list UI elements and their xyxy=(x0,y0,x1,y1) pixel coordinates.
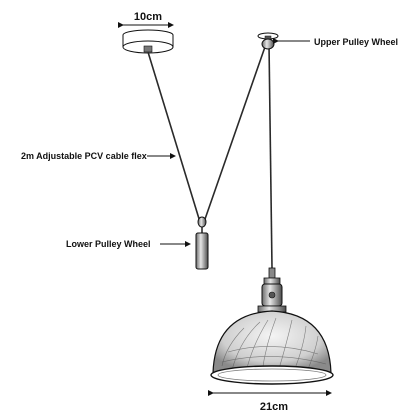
dome-shade-rim xyxy=(210,365,334,385)
shade-width-label: 21cm xyxy=(260,401,288,413)
counterweight xyxy=(195,232,209,270)
lamp-holder xyxy=(257,267,287,313)
shade-dimension: 21cm xyxy=(208,390,332,413)
dome-shade xyxy=(210,310,334,385)
dome-shade-body xyxy=(212,310,332,374)
cable-lower-pulley-to-upper-pulley xyxy=(203,43,267,223)
upper-pulley-wheel: Upper Pulley Wheel xyxy=(257,32,398,50)
cable-flex xyxy=(147,43,273,269)
cable-canopy-to-lower-pulley xyxy=(147,51,201,223)
cable-callout: 2m Adjustable PCV cable flex xyxy=(21,151,176,161)
canopy-grip xyxy=(143,45,153,53)
cable-label: 2m Adjustable PCV cable flex xyxy=(21,151,147,161)
upper-pulley-label: Upper Pulley Wheel xyxy=(314,37,398,47)
lower-pulley-label: Lower Pulley Wheel xyxy=(66,239,151,249)
lamp-holder-cap xyxy=(263,277,281,285)
canopy-width-label: 10cm xyxy=(134,11,162,23)
upper-pulley-wheel-disc xyxy=(261,38,275,50)
cable-upper-pulley-to-lamp xyxy=(268,43,273,269)
ceiling-canopy xyxy=(122,29,174,54)
lower-pulley-wheel: Lower Pulley Wheel xyxy=(66,216,209,270)
lower-pulley-wheel-disc xyxy=(197,216,207,228)
canopy-dimension: 10cm xyxy=(118,11,174,28)
